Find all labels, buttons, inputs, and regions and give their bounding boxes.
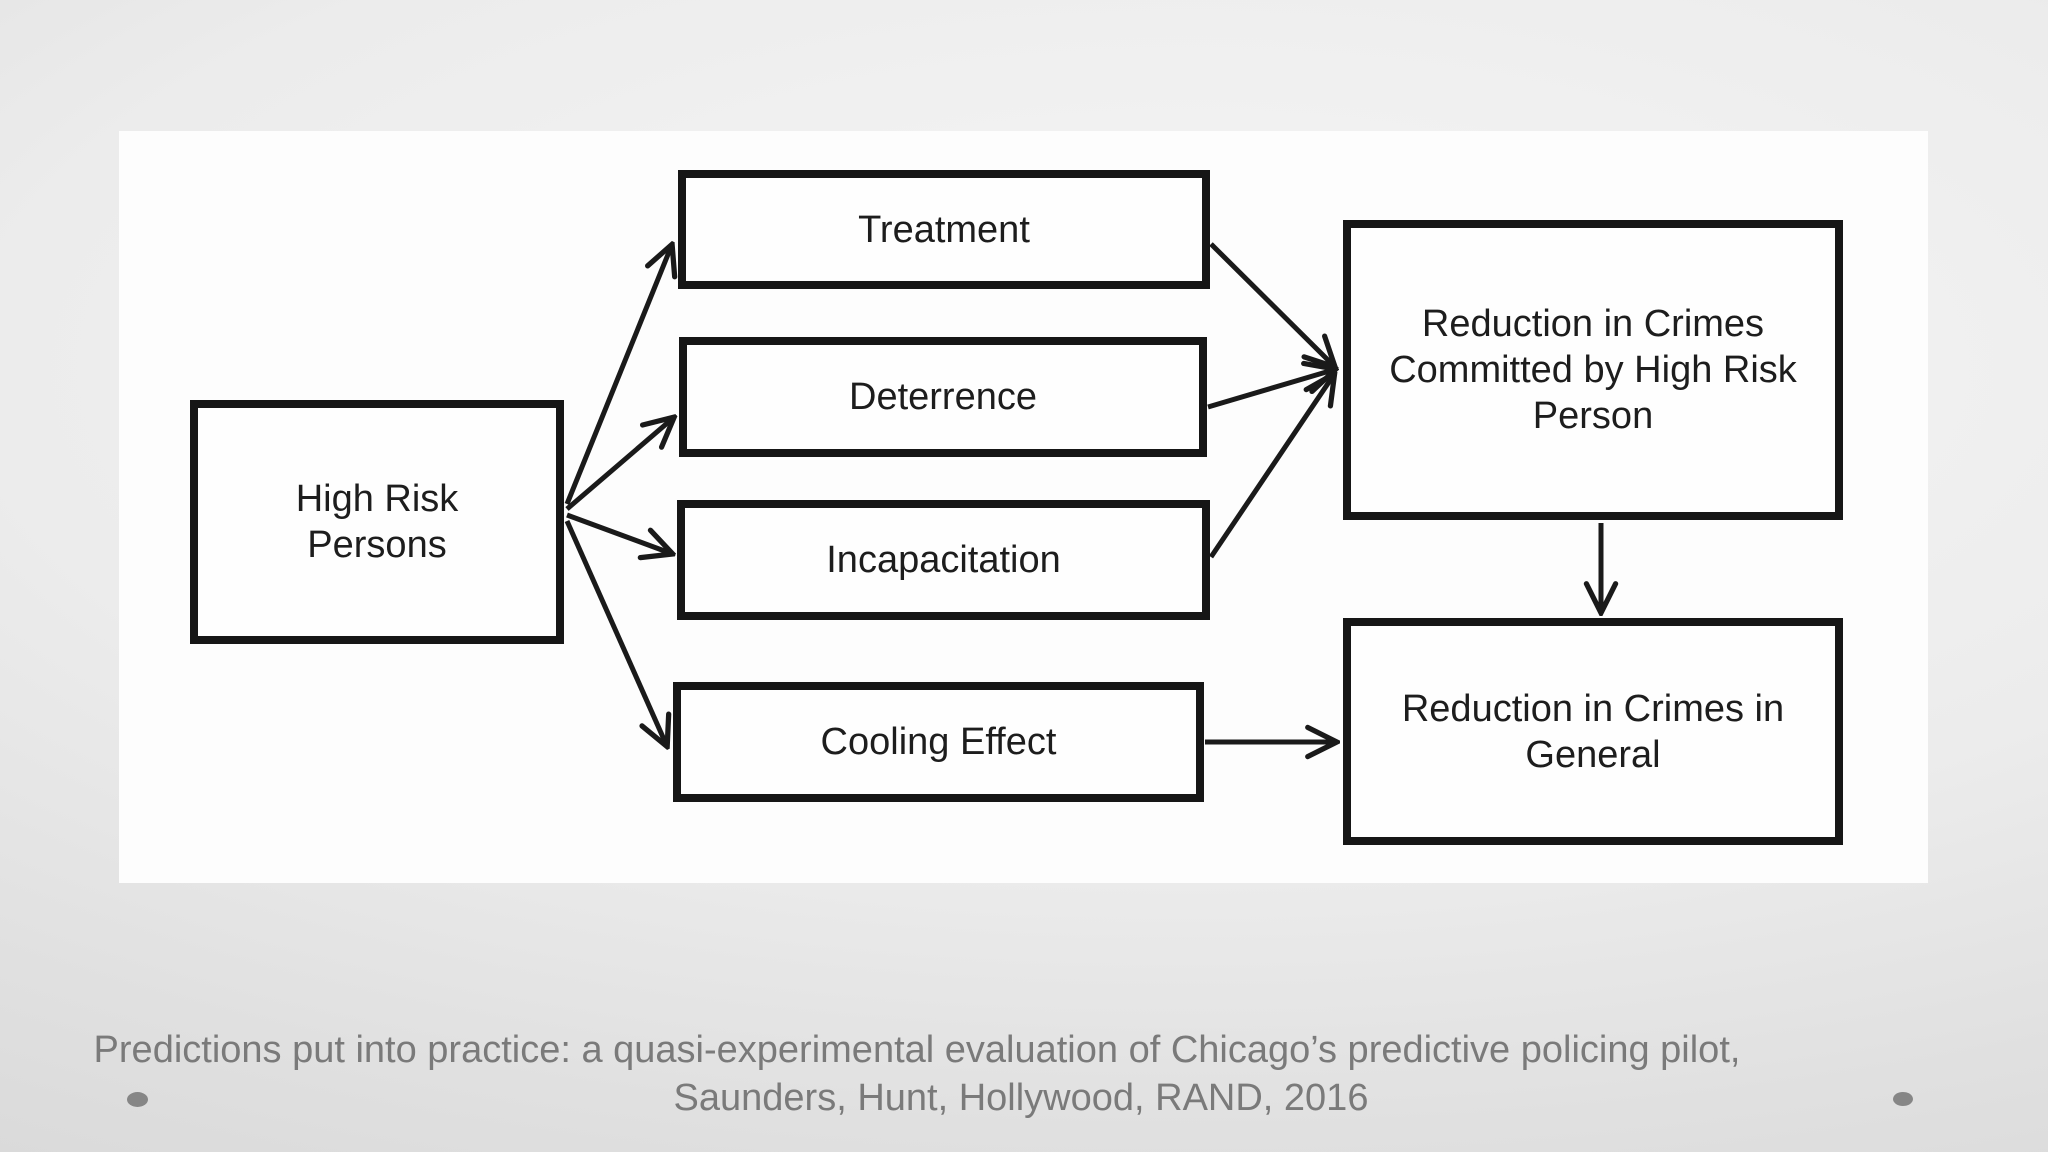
node-incapacitation: Incapacitation (677, 500, 1210, 620)
node-reduction-crimes-high-risk: Reduction in Crimes Committed by High Ri… (1343, 220, 1843, 520)
node-cooling-effect: Cooling Effect (673, 682, 1204, 802)
node-high-risk-persons: High Risk Persons (190, 400, 564, 644)
node-label: Reduction in Crimes in General (1401, 687, 1785, 776)
node-reduction-crimes-general: Reduction in Crimes in General (1343, 618, 1843, 845)
node-deterrence: Deterrence (679, 337, 1207, 457)
node-treatment: Treatment (678, 170, 1210, 289)
node-label: Incapacitation (826, 539, 1061, 581)
node-label: Deterrence (849, 376, 1037, 418)
node-label: Cooling Effect (820, 721, 1057, 763)
left-dot-decoration (127, 1092, 148, 1107)
right-dot-decoration (1893, 1092, 1913, 1106)
node-label: Treatment (858, 208, 1030, 251)
caption-line-1: Predictions put into practice: a quasi-e… (93, 1029, 1741, 1071)
node-label: Reduction in Crimes Committed by High Ri… (1389, 303, 1797, 437)
node-label: High Risk Persons (295, 478, 459, 566)
caption-line-2: Saunders, Hunt, Hollywood, RAND, 2016 (673, 1077, 1369, 1119)
